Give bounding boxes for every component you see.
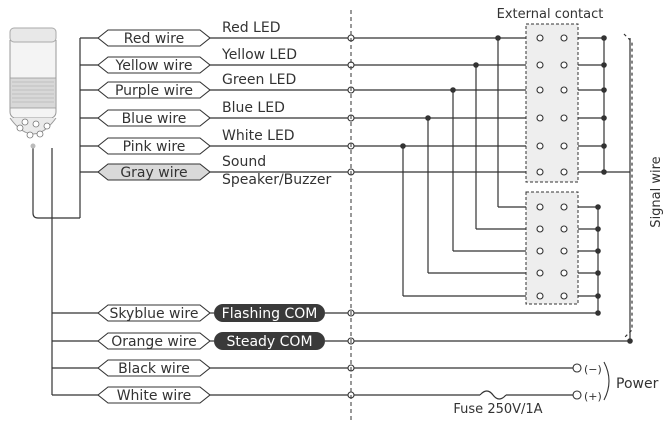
tower-light-top: [9, 27, 57, 43]
label-text-blue: Blue wire: [122, 111, 187, 127]
tower-light-terminal: [21, 118, 29, 126]
fuse-symbol: [479, 390, 507, 400]
fuse-label: Fuse 250V/1A: [453, 402, 542, 417]
upper-contact-0-pin-a: [536, 34, 544, 42]
label-text-pink: Pink wire: [123, 139, 186, 155]
label-box-blue: [97, 109, 211, 127]
upper-contact-3-pin-b: [560, 114, 568, 122]
function-label-gray: Sound: [222, 154, 266, 170]
function-label-blue: Blue LED: [222, 100, 285, 116]
lower-contact-3-pin-a: [536, 269, 544, 277]
power-terminal-black: [572, 363, 582, 373]
upper-contact-1-pin-b: [560, 61, 568, 69]
steady-bus-end: [627, 338, 633, 344]
label-text-purple: Purple wire: [115, 83, 193, 99]
upper-contact-2-pin-b: [560, 86, 568, 94]
label-text-black: Black wire: [118, 361, 190, 377]
bus-dot-red: [601, 35, 607, 41]
function-label-red: Red LED: [222, 20, 280, 36]
upper-contact-0-pin-b: [560, 34, 568, 42]
lower-contact-4-pin-a: [536, 292, 544, 300]
upper-contact-1-pin-a: [536, 61, 544, 69]
tap-dot-blue: [425, 115, 431, 121]
lower-contact-1-pin-a: [536, 225, 544, 233]
flashing-contact-box: [525, 191, 579, 305]
com-badge-orange: [214, 332, 325, 350]
bus-dot-pink: [601, 143, 607, 149]
label-text-white: White wire: [117, 388, 192, 404]
power-terminal-white: [572, 390, 582, 400]
label-box-yellow: [97, 56, 211, 74]
bus-dot-yellow: [601, 62, 607, 68]
lower-contact-3-pin-b: [560, 269, 568, 277]
upper-contact-4-pin-b: [560, 142, 568, 150]
power-bracket: [603, 361, 610, 401]
upper-contact-5-pin-a: [536, 168, 544, 176]
label-text-gray: Gray wire: [120, 165, 187, 181]
signal-wire-bracket: [623, 33, 633, 339]
label-box-pink: [97, 137, 211, 155]
com-text-skyblue: Flashing COM: [222, 306, 318, 322]
lower-bus-dot-4: [595, 293, 601, 299]
label-box-white: [97, 386, 211, 404]
label-text-skyblue: Skyblue wire: [110, 306, 199, 322]
lower-bus-dot-3: [595, 270, 601, 276]
function-label-yellow: Yellow LED: [221, 47, 297, 63]
tower-light-icon: [9, 27, 57, 149]
tower-light-terminal: [16, 124, 24, 132]
flashing-bus-end: [595, 310, 601, 316]
harness-cable: [32, 148, 80, 219]
lower-contact-0-pin-b: [560, 203, 568, 211]
external-contact-box: [525, 23, 579, 183]
tap-dot-yellow: [473, 62, 479, 68]
lower-contact-2-pin-a: [536, 247, 544, 255]
label-text-red: Red wire: [124, 31, 184, 47]
tower-light-cable-exit: [30, 143, 36, 149]
bus-dot-purple: [601, 87, 607, 93]
function-label-pink: White LED: [222, 128, 295, 144]
lower-contact-4-pin-b: [560, 292, 568, 300]
label-box-orange: [97, 332, 211, 350]
com-badge-skyblue: [214, 304, 325, 322]
lower-contact-0-pin-a: [536, 203, 544, 211]
signal-wire-label: Signal wire: [649, 156, 664, 227]
label-text-orange: Orange wire: [111, 334, 197, 350]
label-box-black: [97, 359, 211, 377]
tower-light-terminal: [43, 122, 51, 130]
label-box-gray: [97, 163, 211, 181]
upper-contact-3-pin-a: [536, 114, 544, 122]
lower-bus-dot-1: [595, 226, 601, 232]
power-label: Power: [616, 376, 659, 392]
tower-light-base-band: [9, 77, 57, 109]
tap-dot-pink: [400, 143, 406, 149]
tower-light-terminal: [26, 131, 34, 139]
power-terminal-label-white: (+): [584, 390, 602, 403]
tap-dot-red: [495, 35, 501, 41]
upper-contact-2-pin-a: [536, 86, 544, 94]
upper-contact-5-pin-b: [560, 168, 568, 176]
tower-light-terminal: [36, 130, 44, 138]
lower-bus-dot-2: [595, 248, 601, 254]
external-contact-label: External contact: [497, 7, 604, 22]
label-box-skyblue: [97, 304, 211, 322]
upper-contact-4-pin-a: [536, 142, 544, 150]
label-box-purple: [97, 81, 211, 99]
lower-contact-2-pin-b: [560, 247, 568, 255]
lower-contact-1-pin-b: [560, 225, 568, 233]
tap-dot-purple: [450, 87, 456, 93]
label-box-red: [97, 29, 211, 47]
function-label2-gray: Speaker/Buzzer: [222, 172, 331, 188]
bus-dot-blue: [601, 115, 607, 121]
function-label-purple: Green LED: [222, 72, 296, 88]
power-terminal-label-black: (−): [584, 363, 602, 376]
com-text-orange: Steady COM: [226, 334, 312, 350]
label-text-yellow: Yellow wire: [115, 58, 193, 74]
lower-bus-dot-0: [595, 204, 601, 210]
tower-light-terminal: [32, 120, 40, 128]
bus-dot-gray: [601, 169, 607, 175]
